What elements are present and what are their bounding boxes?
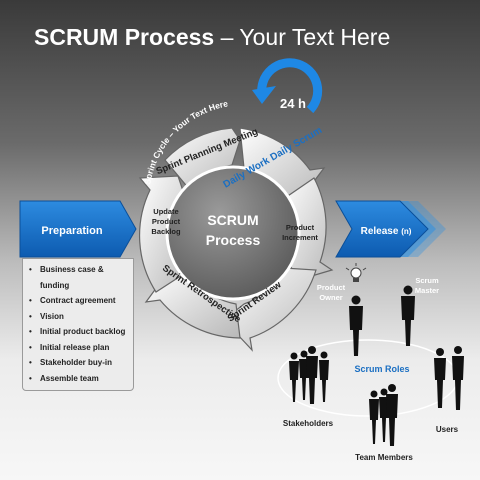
role-stakeholders: Stakeholders: [283, 419, 334, 428]
role-product-owner-2: Owner: [319, 293, 342, 302]
preparation-list: Business case & fundingContract agreemen…: [22, 258, 134, 391]
center-line2: Process: [206, 232, 261, 248]
people-silhouettes: [289, 285, 464, 446]
team-members-figures: [369, 384, 398, 446]
preparation-item: Initial release plan: [29, 340, 127, 356]
product-owner-figure: [349, 295, 363, 356]
stakeholders-figures: [289, 346, 329, 404]
preparation-item: Stakeholder buy-in: [29, 355, 127, 371]
preparation-item: Business case & funding: [29, 262, 127, 293]
segment-retro: [144, 271, 241, 339]
role-team-members: Team Members: [355, 453, 413, 462]
page-title: SCRUM Process – Your Text Here: [34, 24, 391, 50]
label-increment-1: Product: [286, 223, 315, 232]
users-figures: [434, 346, 464, 410]
label-backlog-1: Update: [153, 207, 178, 216]
timer-label: 24 h: [280, 96, 306, 111]
preparation-item: Vision: [29, 309, 127, 325]
role-scrum-master-2: Master: [415, 286, 439, 295]
preparation-label: Preparation: [41, 225, 102, 237]
release-label: Release (n): [361, 226, 412, 237]
roles-center-label: Scrum Roles: [354, 364, 409, 374]
label-backlog-3: Backlog: [151, 227, 181, 236]
timer-arrowhead-icon: [252, 86, 276, 104]
scrum-master-figure: [401, 285, 415, 346]
preparation-item: Initial product backlog: [29, 324, 127, 340]
preparation-items: Business case & fundingContract agreemen…: [29, 262, 127, 386]
release-arrow: [335, 200, 429, 258]
label-increment-2: Increment: [282, 233, 318, 242]
role-scrum-master-1: Scrum: [415, 276, 439, 285]
preparation-arrow: [19, 200, 137, 258]
center-line1: SCRUM: [207, 212, 258, 228]
role-product-owner-1: Product: [317, 283, 346, 292]
center-circle: [165, 165, 301, 301]
timer-arrow-icon: [257, 58, 323, 114]
preparation-item: Assemble team: [29, 371, 127, 387]
preparation-item: Contract agreement: [29, 293, 127, 309]
lightbulb-icon: [345, 263, 367, 282]
label-backlog-2: Product: [152, 217, 181, 226]
role-users: Users: [436, 425, 459, 434]
